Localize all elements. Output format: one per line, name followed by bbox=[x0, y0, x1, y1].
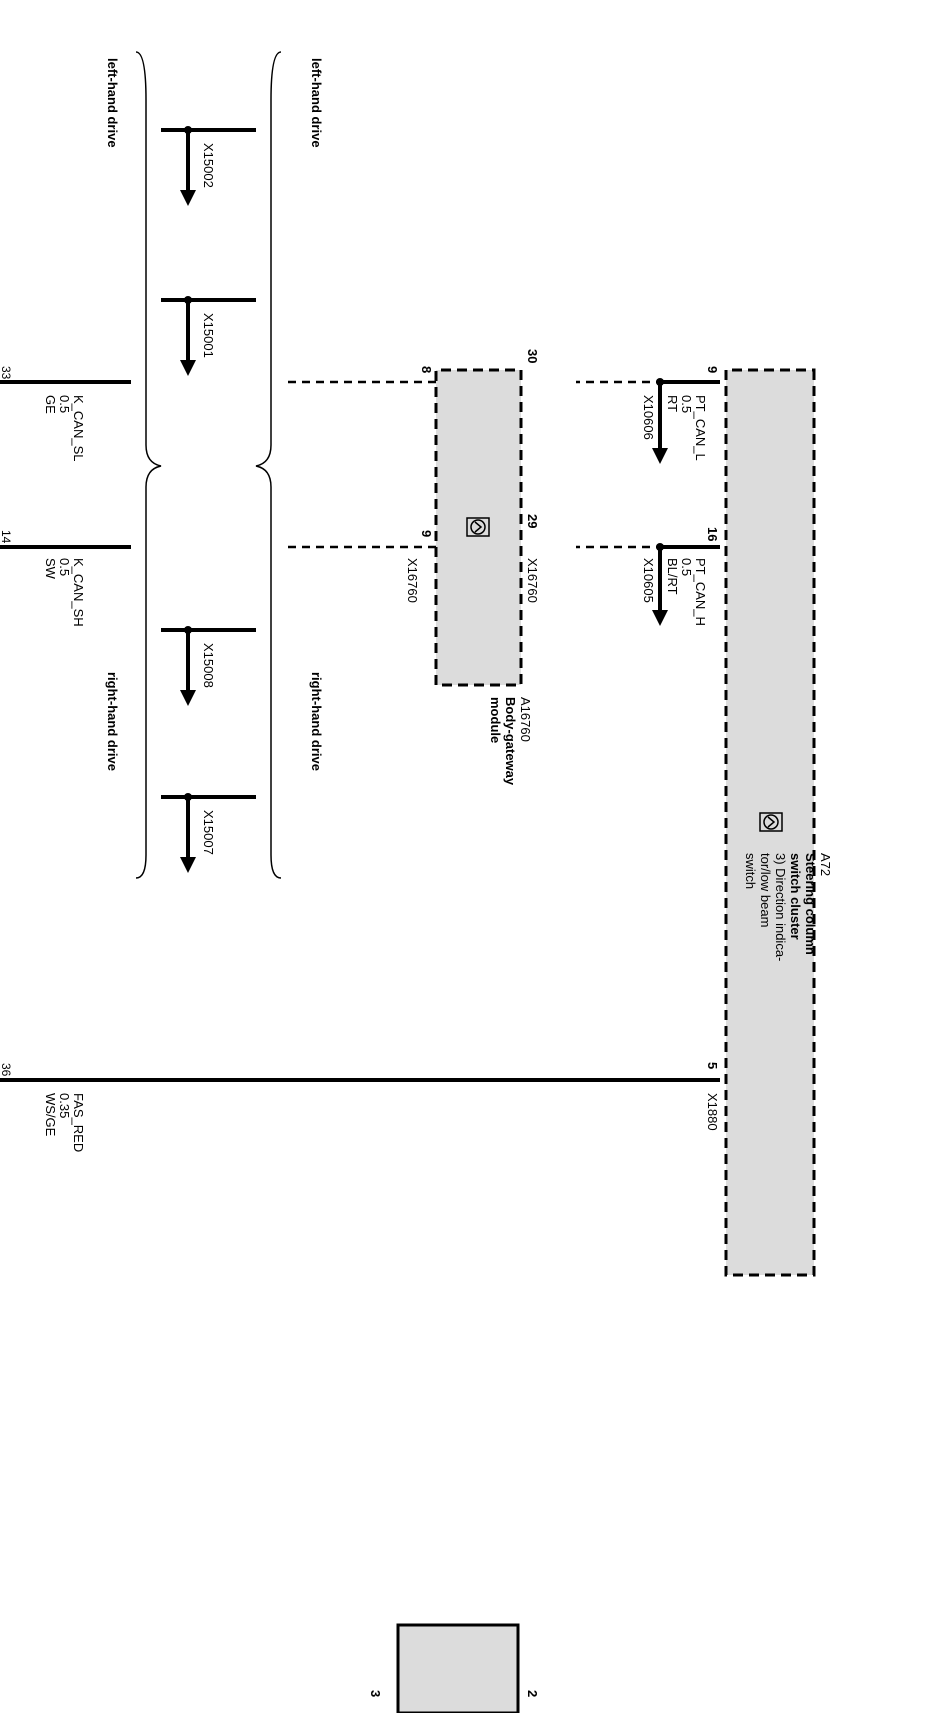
pin-5-steering: 5 bbox=[705, 1062, 720, 1069]
x15007-arrow-icon bbox=[180, 857, 196, 873]
fas-red-size: 0.35 bbox=[57, 1093, 72, 1118]
x15007-label: X15007 bbox=[201, 810, 216, 855]
x1880-label: X1880 bbox=[705, 1093, 720, 1131]
x10605-label: X10605 bbox=[641, 558, 656, 603]
lhd-label-lower: left-hand drive bbox=[105, 58, 120, 148]
rhd-label-upper: right-hand drive bbox=[309, 672, 324, 771]
x15002-arrow-icon bbox=[180, 190, 196, 206]
pt-can-h-color: BL/RT bbox=[665, 558, 680, 595]
gateway-name-line2: module bbox=[488, 697, 503, 743]
k-can-sh-size: 0.5 bbox=[57, 558, 72, 576]
x15008-label: X15008 bbox=[201, 643, 216, 688]
bottom-component-box bbox=[396, 1623, 520, 1713]
pt-can-l-size: 0.5 bbox=[679, 395, 694, 413]
x10606-label: X10606 bbox=[641, 395, 656, 440]
pin-8-gateway: 8 bbox=[419, 366, 434, 373]
pin-29-gateway: 29 bbox=[525, 514, 540, 528]
pin-16-steering: 16 bbox=[705, 527, 720, 541]
steering-column-module-box bbox=[724, 368, 816, 1277]
pin-3-bottom: 3 bbox=[368, 1690, 383, 1697]
x15001-label: X15001 bbox=[201, 313, 216, 358]
k-can-sh-color: SW bbox=[43, 558, 58, 580]
x15001-arrow-icon bbox=[180, 360, 196, 376]
k-can-sl-color: GE bbox=[43, 395, 58, 414]
diagram-rotated-frame: A72 Steering column switch cluster 3) Di… bbox=[0, 51, 833, 1713]
x15008-arrow-icon bbox=[180, 690, 196, 706]
fas-red-name: FAS_RED bbox=[71, 1093, 86, 1152]
pin-9-gateway: 9 bbox=[419, 530, 434, 537]
pt-can-l-color: RT bbox=[665, 395, 680, 412]
steering-name-line3: 3) Direction indica- bbox=[773, 853, 788, 961]
k-can-sl-size: 0.5 bbox=[57, 395, 72, 413]
pin-30-gateway: 30 bbox=[525, 349, 540, 363]
x16760-top-label: X16760 bbox=[525, 558, 540, 603]
k-can-sh-name: K_CAN_SH bbox=[71, 558, 86, 627]
steering-name-line1: Steering column bbox=[803, 853, 818, 955]
steering-name-line2: switch cluster bbox=[788, 853, 803, 940]
x15002-label: X15002 bbox=[201, 143, 216, 188]
rhd-label-lower: right-hand drive bbox=[105, 672, 120, 771]
x10606-arrow-icon bbox=[652, 448, 668, 464]
pt-can-h-size: 0.5 bbox=[679, 558, 694, 576]
body-gateway-module-box bbox=[434, 368, 523, 687]
brace-lower bbox=[135, 51, 162, 879]
fas-red-color: WS/GE bbox=[43, 1093, 58, 1137]
steering-module-symbol-icon bbox=[759, 812, 783, 832]
gateway-id: A16760 bbox=[518, 697, 533, 742]
pin-2-bottom: 2 bbox=[525, 1690, 540, 1697]
steering-name-line4: tor/low beam bbox=[758, 853, 773, 927]
pin-9-steering: 9 bbox=[705, 366, 720, 373]
pin-33-edge: 33 bbox=[0, 366, 13, 380]
lhd-label-upper: left-hand drive bbox=[309, 58, 324, 148]
k-can-sl-name: K_CAN_SL bbox=[71, 395, 86, 461]
pt-can-h-name: PT_CAN_H bbox=[693, 558, 708, 626]
gateway-name-line1: Body-gateway bbox=[503, 697, 518, 786]
brace-upper bbox=[255, 51, 282, 879]
gateway-module-symbol-icon bbox=[466, 517, 490, 537]
steering-id: A72 bbox=[818, 853, 833, 876]
x10605-arrow-icon bbox=[652, 610, 668, 626]
x16760-bottom-label: X16760 bbox=[405, 558, 420, 603]
pin-36-edge: 36 bbox=[0, 1063, 13, 1077]
pt-can-l-name: PT_CAN_L bbox=[693, 395, 708, 461]
pin-14-edge: 14 bbox=[0, 530, 13, 544]
steering-name-line5: switch bbox=[743, 853, 758, 889]
